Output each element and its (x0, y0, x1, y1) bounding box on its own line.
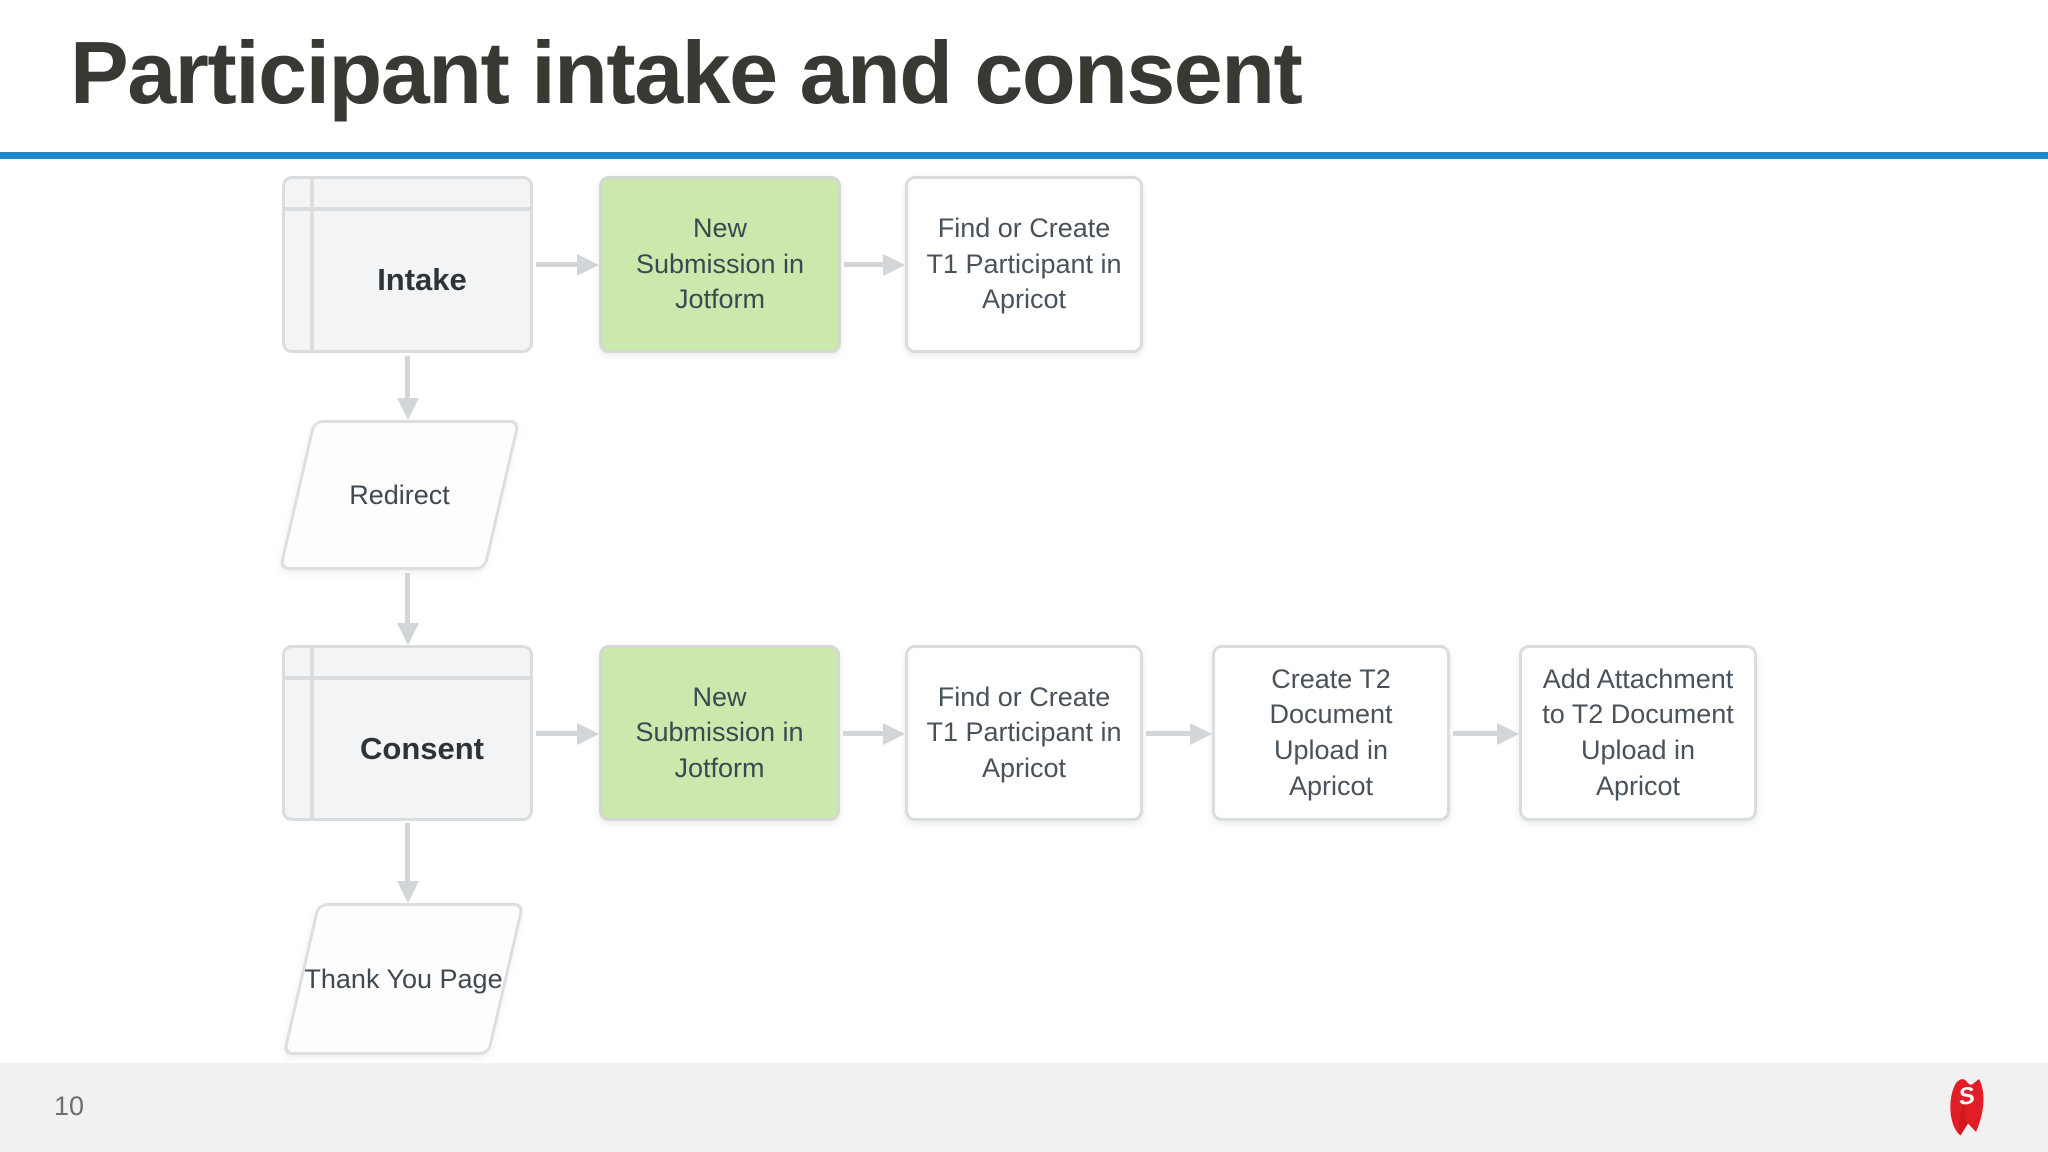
window-sidebar-line (310, 179, 314, 350)
arrow-consent-to-jotform (536, 722, 599, 745)
flow-node-label: New Submission in Jotform (635, 681, 804, 783)
arrow-jotform-to-find-participant-1 (844, 253, 905, 276)
arrow-redirect-to-consent (396, 573, 419, 645)
page-number: 10 (54, 1091, 85, 1121)
flow-node-label: Add Attachment to T2 Document Upload in … (1542, 663, 1734, 801)
flow-node-intake: Intake (282, 176, 533, 353)
flow-node-label: Intake (377, 262, 467, 298)
window-titlebar-line (285, 676, 530, 680)
window-sidebar-line (310, 648, 314, 818)
flow-node-consent: Consent (282, 645, 533, 821)
flow-node-redirect: Redirect (278, 420, 521, 570)
flow-node-create-t2-document: Create T2 Document Upload in Apricot (1212, 645, 1450, 821)
page-title: Participant intake and consent (70, 23, 1303, 122)
arrow-consent-to-thank-you (396, 823, 419, 903)
flow-node-new-submission-jotform-2: New Submission in Jotform (599, 645, 840, 821)
flow-node-label: New Submission in Jotform (635, 213, 805, 315)
flow-node-label: Redirect (349, 479, 450, 510)
svg-text:S: S (1957, 1082, 1977, 1111)
flow-node-label: Consent (360, 730, 484, 766)
flow-node-new-submission-jotform-1: New Submission in Jotform (599, 176, 841, 353)
arrow-intake-to-redirect (396, 356, 419, 420)
red-cape-s-logo-icon: S (1934, 1075, 1998, 1141)
window-titlebar-line (285, 207, 530, 211)
flow-node-label: Create T2 Document Upload in Apricot (1269, 663, 1393, 801)
footer-bar: 10 S (0, 1063, 2048, 1152)
flow-node-thank-you-page: Thank You Page (282, 903, 525, 1055)
flow-node-add-attachment-t2: Add Attachment to T2 Document Upload in … (1519, 645, 1757, 821)
flow-node-label: Find or Create T1 Participant in Apricot (926, 681, 1122, 783)
flow-node-label: Find or Create T1 Participant in Apricot (926, 213, 1122, 315)
arrow-create-t2-to-add-attachment (1453, 722, 1519, 745)
flow-node-label: Thank You Page (304, 963, 503, 994)
accent-divider (0, 152, 2048, 159)
arrow-jotform-to-find-participant-2 (843, 722, 905, 745)
flow-node-find-create-t1-participant-1: Find or Create T1 Participant in Apricot (905, 176, 1143, 353)
flow-node-find-create-t1-participant-2: Find or Create T1 Participant in Apricot (905, 645, 1143, 821)
arrow-find-participant-to-create-t2 (1146, 722, 1212, 745)
arrow-intake-to-jotform (536, 253, 599, 276)
